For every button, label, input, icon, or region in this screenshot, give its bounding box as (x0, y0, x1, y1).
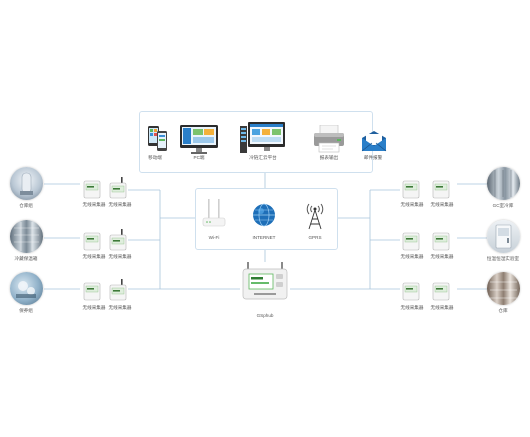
logger-label: 无线采集器 (400, 254, 424, 259)
site-photo-gc-cold-storage (487, 167, 520, 200)
site-photo-warehouse-right (487, 272, 520, 305)
network-label-wifi: Wi-Fi (208, 235, 220, 240)
wireless-logger-antenna-icon (108, 279, 130, 301)
logger-label: 无线采集器 (430, 254, 454, 259)
logger-label: 无线采集器 (400, 305, 424, 310)
logger-label: 无线采集器 (82, 202, 106, 207)
logger-label: 无线采集器 (430, 202, 454, 207)
site-photo-cold-box (10, 220, 43, 253)
wireless-logger-icon (431, 229, 453, 251)
wireless-logger-antenna-icon (108, 177, 130, 199)
email-icon (361, 130, 387, 157)
gateway-device-icon (242, 262, 288, 307)
output-label-mobile: 移动端 (148, 155, 162, 160)
network-label-internet: INTERNET (252, 235, 276, 240)
output-label-platform: 冷链汇云平台 (249, 155, 277, 160)
site-label-right-3: 仓库 (498, 308, 508, 313)
site-label-right-1: GC室冷库 (492, 203, 514, 208)
wireless-logger-icon (401, 279, 423, 301)
wireless-logger-icon (401, 177, 423, 199)
wireless-logger-icon (82, 279, 104, 301)
logger-label: 无线采集器 (108, 254, 132, 259)
smartphone-icon (148, 126, 168, 159)
network-label-gprs: GPRS (308, 235, 322, 240)
wireless-logger-icon (82, 229, 104, 251)
logger-label: 无线采集器 (82, 254, 106, 259)
wireless-logger-icon (431, 279, 453, 301)
wireless-logger-icon (401, 229, 423, 251)
wifi-router-icon (202, 199, 226, 236)
site-label-left-3: 保养组 (19, 308, 33, 313)
site-label-left-1: 仓库组 (19, 203, 33, 208)
pc-monitor-icon (180, 125, 218, 160)
logger-label: 无线采集器 (430, 305, 454, 310)
globe-icon (252, 203, 276, 232)
cloud-server-platform-icon (240, 122, 286, 159)
logger-label: 无线采集器 (82, 305, 106, 310)
gprs-antenna-icon (304, 200, 326, 235)
site-label-right-2: 恒温恒湿实验室 (486, 256, 520, 261)
gateway-label: GSphub (256, 313, 274, 318)
output-label-report: 报表输出 (319, 155, 339, 160)
printer-icon (313, 124, 345, 158)
site-photo-warehouse-left (10, 167, 43, 200)
wireless-logger-antenna-icon (108, 229, 130, 251)
wireless-logger-icon (82, 177, 104, 199)
site-photo-constant-lab (487, 220, 520, 253)
logger-label: 无线采集器 (108, 305, 132, 310)
wireless-logger-icon (431, 177, 453, 199)
output-label-pc: PC端 (193, 155, 205, 160)
logger-label: 无线采集器 (400, 202, 424, 207)
site-label-left-2: 冷藏保温箱 (14, 256, 38, 261)
logger-label: 无线采集器 (108, 202, 132, 207)
site-photo-maintenance (10, 272, 43, 305)
output-label-email: 邮件报警 (363, 155, 383, 160)
